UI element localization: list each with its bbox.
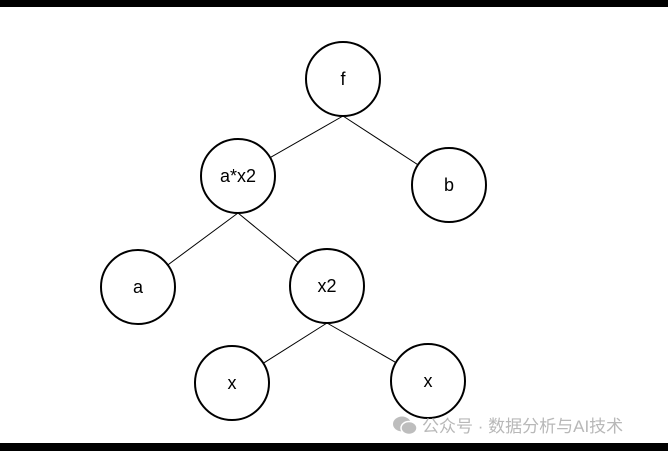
node-circle	[289, 248, 365, 324]
wechat-icon	[393, 416, 418, 435]
node-circle	[100, 249, 176, 325]
node-label: x	[228, 373, 237, 393]
node-circle	[305, 41, 381, 117]
node-circle	[411, 147, 487, 223]
tree-node-a: a	[100, 249, 176, 325]
node-label: x	[424, 371, 433, 391]
node-label: a*x2	[220, 166, 256, 186]
node-label: f	[340, 69, 346, 89]
tree-node-x_right: x	[390, 343, 466, 419]
top-border	[0, 0, 668, 7]
tree-node-x2: x2	[289, 248, 365, 324]
tree-node-x_left: x	[194, 345, 270, 421]
tree-node-b: b	[411, 147, 487, 223]
tree-node-f: f	[305, 41, 381, 117]
node-label: a	[133, 277, 144, 297]
node-label: b	[444, 175, 454, 195]
node-label: x2	[317, 276, 336, 296]
node-circle	[200, 138, 276, 214]
bottom-border	[0, 443, 668, 451]
watermark: 公众号 · 数据分析与AI技术	[392, 412, 623, 437]
node-circle	[194, 345, 270, 421]
tree-node-ax2: a*x2	[200, 138, 276, 214]
watermark-text: 公众号 · 数据分析与AI技术	[422, 417, 624, 436]
node-circle	[390, 343, 466, 419]
